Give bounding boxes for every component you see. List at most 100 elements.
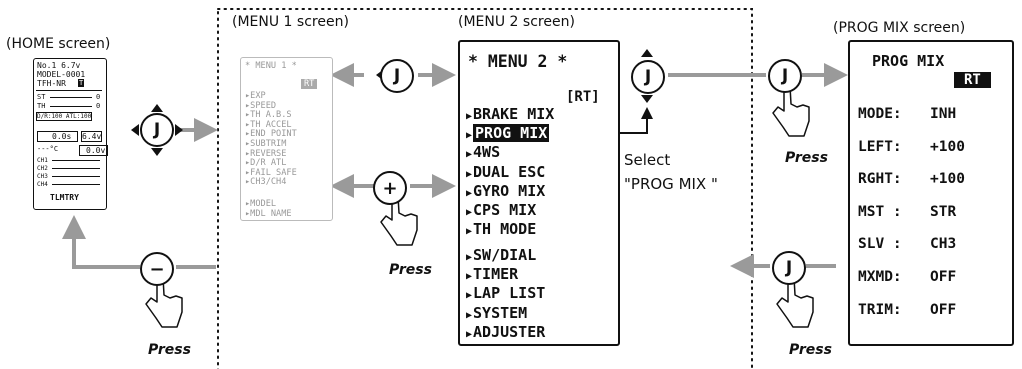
menu2-item[interactable]: ▶BRAKE MIX	[466, 105, 555, 125]
home-th-value: 0	[96, 102, 101, 110]
home-timer: 0.0s	[37, 131, 79, 142]
menu2-item[interactable]: ▶GYRO MIX	[466, 182, 554, 202]
menu1-title: * MENU 1 *	[245, 61, 297, 71]
hand-press-j-top	[772, 85, 810, 137]
home-ch4: CH4	[37, 181, 48, 188]
press-label-plus: Press	[389, 262, 432, 278]
prog-row-value: STR	[930, 203, 957, 220]
menu1-item[interactable]: ▸TH ACCEL	[245, 119, 292, 130]
menu1-rt: RT	[301, 79, 318, 89]
prog-row[interactable]: MST : STR	[858, 204, 965, 237]
menu1-item[interactable]: ▸FAIL SAFE	[245, 167, 297, 178]
prog-row[interactable]: SLV : CH3	[858, 236, 965, 269]
pointer-triangle-icon: ▶	[466, 130, 473, 142]
prog-row[interactable]: LEFT:+100	[858, 139, 965, 172]
prog-row-value: +100	[930, 171, 965, 188]
prog-row-label: MST :	[858, 203, 902, 220]
j-button-prog-back[interactable]: J	[772, 251, 806, 285]
home-ch1: CH1	[37, 157, 48, 164]
home-dr-atl: D/R:100 ATL:100	[36, 112, 93, 121]
pointer-triangle-icon: ▶	[466, 271, 473, 283]
prog-row-label: MXMD:	[858, 268, 902, 285]
menu1-item[interactable]: ▸CH3/CH4	[245, 177, 287, 188]
menu2-item[interactable]: ▶TH MODE	[466, 221, 554, 240]
home-line2: MODEL-0001	[37, 70, 86, 79]
menu2-item[interactable]: ▶PROG MIX	[466, 124, 554, 144]
home-volt: 6.4v	[81, 131, 103, 142]
j-button-home[interactable]: J	[140, 113, 174, 147]
menu1-item[interactable]: ▸MODEL	[245, 199, 277, 209]
j-button-prog-enter[interactable]: J	[768, 59, 802, 93]
menu2-title: * MENU 2 *	[468, 52, 568, 71]
menu1-list: ▸EXP▸SPEED▸TH A.B.S▸TH ACCEL▸END POINT▸S…	[245, 91, 297, 188]
prog-row-value: OFF	[930, 301, 957, 318]
menu1-item[interactable]: ▸TH A.B.S	[245, 110, 292, 121]
menu2-item-label: TIMER	[473, 265, 519, 284]
prog-row-label: SLV :	[858, 236, 902, 253]
menu1-screen: * MENU 1 * RT ▸EXP▸SPEED▸TH A.B.S▸TH ACC…	[240, 57, 333, 221]
home-badge: T	[78, 79, 85, 87]
prog-row[interactable]: TRIM: OFF	[858, 302, 965, 335]
menu2-rt: [RT]	[566, 89, 600, 105]
j-label: J	[785, 258, 793, 278]
prog-row[interactable]: MODE:INH	[858, 106, 965, 139]
prog-row-value: CH3	[930, 236, 957, 253]
pointer-triangle-icon: ▶	[466, 309, 473, 321]
minus-button[interactable]: −	[140, 252, 174, 286]
menu1-item[interactable]: ▸MDL NAME	[245, 208, 292, 219]
menu1-item[interactable]: ▸SPEED	[245, 100, 277, 111]
home-st-label: ST	[37, 93, 46, 101]
home-line3: TFH-NR	[37, 79, 66, 88]
prog-row[interactable]: RGHT:+100	[858, 171, 965, 204]
home-caption: (HOME screen)	[6, 36, 111, 52]
hand-press-plus	[380, 195, 418, 246]
menu1-item[interactable]: ▸REVERSE	[245, 148, 287, 159]
prog-row[interactable]: MXMD:OFF	[858, 269, 965, 302]
home-st-bar	[50, 97, 92, 98]
home-ch2: CH2	[37, 165, 48, 172]
home-volt2: 0.0v	[79, 145, 109, 156]
home-screen: No.1 6.7v MODEL-0001 TFH-NR T ST 0 TH 0 …	[33, 58, 109, 210]
menu2-item[interactable]: ▶ADJUSTER	[466, 323, 545, 343]
menu2-item[interactable]: ▶SYSTEM	[466, 304, 545, 324]
menu2-item[interactable]: ▶TIMER	[466, 266, 545, 285]
joystick-cluster-menu2	[641, 49, 653, 103]
menu1-item[interactable]: ▸SUBTRIM	[245, 138, 287, 149]
home-ch3: CH3	[37, 173, 48, 180]
joystick-cluster-home	[131, 104, 183, 156]
pointer-triangle-icon: ▶	[466, 187, 473, 199]
home-st-value: 0	[96, 93, 101, 101]
menu1-item[interactable]: ▸D/R ATL	[245, 158, 287, 169]
menu1-caption: (MENU 1 screen)	[232, 14, 349, 30]
prog-row-value: +100	[930, 138, 965, 155]
menu2-item-label: CPS MIX	[473, 201, 537, 220]
home-divider	[36, 90, 102, 91]
menu2-item-label: TH MODE	[473, 220, 537, 239]
menu2-list: ▶BRAKE MIX▶PROG MIX▶4WS▶DUAL ESC▶GYRO MI…	[466, 105, 555, 240]
prog-row-label: TRIM:	[858, 301, 902, 318]
menu2-item[interactable]: ▶SW/DIAL	[466, 246, 545, 266]
pointer-triangle-icon: ▶	[466, 328, 473, 340]
home-ch3-bar	[52, 176, 100, 177]
menu2-item[interactable]: ▶4WS	[466, 144, 554, 163]
menu2-item-label: BRAKE MIX	[473, 105, 555, 123]
prog-title: PROG MIX	[872, 52, 945, 70]
press-label-j-top: Press	[785, 150, 828, 166]
menu2-item[interactable]: ▶LAP LIST	[466, 285, 545, 304]
menu2-list2: ▶SW/DIAL▶TIMER▶LAP LIST▶SYSTEM▶ADJUSTER	[466, 246, 545, 343]
select-note-line1: Select	[624, 151, 671, 169]
menu1-item[interactable]: ▸END POINT	[245, 129, 297, 140]
menu2-item-label: SW/DIAL	[473, 246, 537, 264]
menu2-item[interactable]: ▶DUAL ESC	[466, 163, 554, 183]
pointer-triangle-icon: ▶	[466, 168, 473, 180]
j-label: J	[393, 66, 401, 86]
menu1-item[interactable]: ▸EXP	[245, 91, 266, 101]
j-button-menu2[interactable]: J	[631, 60, 665, 94]
minus-label: −	[149, 258, 165, 280]
menu2-item[interactable]: ▶CPS MIX	[466, 201, 554, 221]
j-label: J	[781, 66, 789, 86]
j-button-menu[interactable]: J	[380, 59, 414, 93]
plus-button[interactable]: +	[373, 171, 407, 205]
